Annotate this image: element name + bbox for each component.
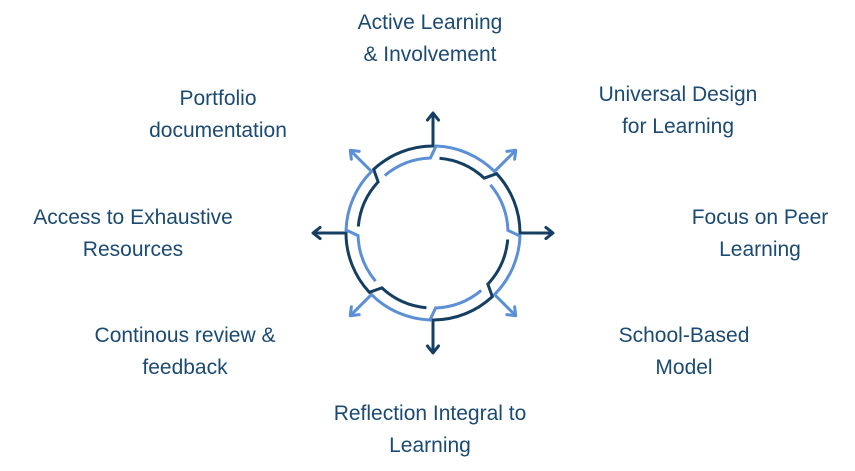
- label-universal-design: Universal Design for Learning: [578, 79, 778, 143]
- label-line: documentation: [149, 119, 287, 142]
- label-line: & Involvement: [363, 43, 497, 66]
- arrow-top-right-icon: [505, 148, 518, 161]
- cycle-arc-bottom: [431, 239, 510, 353]
- cycle-segment-right: [439, 156, 555, 241]
- label-exhaustive-resources: Access to Exhaustive Resources: [8, 202, 258, 266]
- label-line: School-Based: [618, 324, 750, 347]
- arrow-bottom-icon: [425, 344, 441, 355]
- cycle-segment-top: [356, 111, 441, 227]
- arrow-bottom-right-icon: [505, 305, 518, 318]
- arrow-left-icon: [311, 225, 322, 241]
- cycle-segment-top-right: [383, 144, 518, 177]
- cycle-segment-bottom-right: [489, 183, 522, 318]
- cycle-segment-bottom-left: [348, 289, 483, 322]
- label-line: Access to Exhaustive: [33, 206, 233, 229]
- label-line: Learning: [719, 238, 801, 261]
- cycle-arc-bottom-right: [489, 183, 522, 317]
- arrow-right-icon: [544, 225, 555, 241]
- label-line: Continous review &: [94, 324, 276, 347]
- cycle-segment-bottom: [425, 239, 510, 355]
- label-line: Universal Design: [598, 83, 758, 106]
- label-line: Portfolio: [179, 87, 257, 110]
- label-peer-learning: Focus on Peer Learning: [660, 202, 855, 266]
- label-portfolio: Portfolio documentation: [118, 83, 318, 147]
- cycle-arc-right: [439, 156, 553, 235]
- label-line: for Learning: [621, 115, 735, 138]
- arrow-top-icon: [425, 111, 441, 122]
- cycle-arc-top-left: [344, 149, 377, 283]
- cycle-segment-top-left: [344, 148, 377, 283]
- arrow-bottom-left-icon: [348, 305, 361, 318]
- label-line: Focus on Peer: [691, 206, 829, 229]
- label-line: Learning: [389, 434, 471, 457]
- cycle-arc-top-right: [383, 144, 517, 177]
- label-line: feedback: [142, 356, 228, 379]
- label-continous-review: Continous review & feedback: [70, 320, 300, 384]
- label-reflection: Reflection Integral to Learning: [305, 398, 555, 462]
- label-line: Model: [655, 356, 713, 379]
- label-school-based: School-Based Model: [584, 320, 784, 384]
- cycle-segment-left: [311, 225, 427, 310]
- cycle-arc-left: [313, 231, 427, 310]
- label-line: Reflection Integral to: [333, 402, 527, 425]
- cycle-arc-bottom-left: [349, 289, 483, 322]
- label-line: Active Learning: [357, 11, 503, 34]
- cycle-arc-top: [356, 113, 435, 227]
- arrow-top-left-icon: [348, 148, 361, 161]
- label-active-learning: Active Learning & Involvement: [330, 7, 530, 71]
- label-line: Resources: [82, 238, 184, 261]
